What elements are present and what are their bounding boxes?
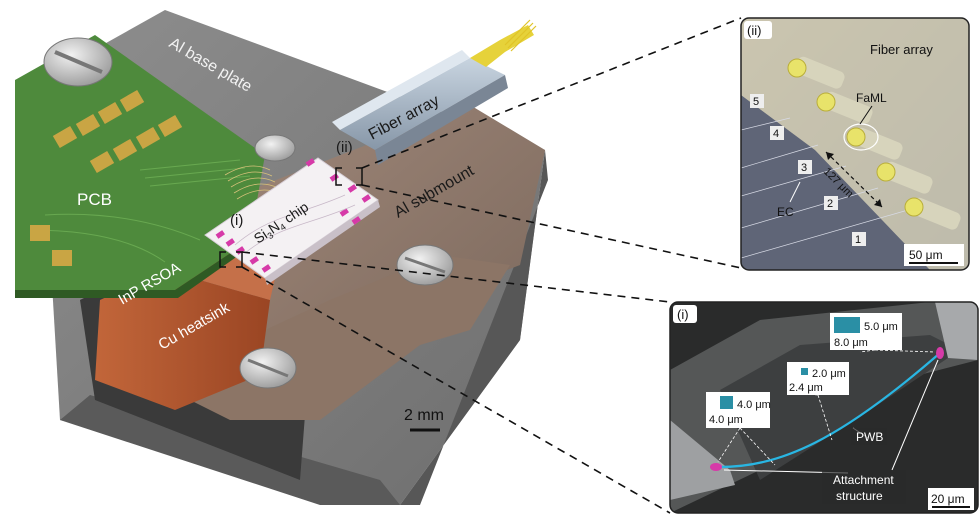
inset-ii-border [740,17,970,271]
cu-heatsink-body [95,270,270,410]
pitch-arrowhead-bottom [874,199,882,207]
inset-i-scale-box [928,488,974,510]
inset-ii-scale-box [904,244,964,266]
inset-i-left-waveguide [670,420,735,500]
pcb-edge [15,240,252,298]
inset-ii-panel-label: (ii) [747,23,761,38]
spot-right-height: 8.0 μm [834,337,868,349]
pitch-arrowhead-top [826,152,834,160]
spot-box-middle: 2.0 μm 2.4 μm [787,362,849,395]
si3n4-chip-side [265,200,380,285]
label-pcb: PCB [77,190,112,209]
pitch-arrow [825,151,883,208]
inset-ii-panel-label-box [744,21,772,39]
faml-pointer [859,105,873,125]
fiber-lens-2 [816,91,873,124]
inset-i-pwb-curve [715,352,941,469]
inset-i-border [669,301,979,514]
chip-label-sub2: 4 [278,222,288,233]
inset-i-sem-region-b [720,335,960,480]
inset-ii-waveguides [741,117,909,259]
coupler-number-4: 4 [770,126,784,140]
spot-left-height: 4.0 μm [709,414,743,426]
callout-ii-bracket [335,167,363,186]
spot-box-left: 4.0 μm 4.0 μm [706,392,771,428]
chip-magenta-pads [215,158,371,273]
coupler-number-2-text: 2 [827,198,833,210]
spot-marker-middle [801,368,808,375]
inset-ii-scale-label: 50 μm [909,248,943,262]
callout-i-label: (i) [230,212,243,229]
inset-ii-fiber-lenses [787,56,961,230]
fiber-strands [504,19,537,52]
inset-i-pointer-lines [717,349,936,466]
fiber-array-block [340,58,505,150]
callout-ii-label: (ii) [336,139,353,156]
fiber-array-end [375,75,508,165]
pcb-gold-pads [30,89,183,266]
inset-ii-panel: 5 4 3 2 1 127 μm [740,17,970,271]
screw-top-left [43,37,113,87]
coupler-number-5: 5 [750,94,764,108]
inset-i-scale-label: 20 μm [931,492,965,506]
fiber-lens-5 [904,197,961,230]
ec-pointer [789,181,801,203]
attachment-structure-left [710,463,722,471]
inset-i-attachment-line1: Attachment [833,473,894,487]
inset-ii-chip-region [741,95,930,270]
spot-marker-right [834,317,860,333]
coupler-number-4-text: 4 [773,128,779,140]
inset-i-right-facet [935,302,978,360]
inset-i-panel-label: (i) [677,307,689,322]
spot-marker-left [720,396,733,409]
coupler-number-5-text: 5 [753,96,759,108]
spot-right-width: 5.0 μm [864,321,898,333]
attachment-structure-right [936,347,944,359]
assembly-rendering: Al base plate PCB Fiber array Al submoun… [15,10,548,505]
fiber-ribbon [470,25,534,67]
spot-middle-width: 2.0 μm [812,368,846,380]
coupler-number-3: 3 [798,160,812,174]
fiber-lens-3 [843,123,903,160]
pwb-label-box [851,428,887,445]
chip-waveguides [234,194,356,254]
screw-right [396,244,454,286]
spot-box-right: 5.0 μm 8.0 μm [830,313,902,350]
inset-i-pwb-label: PWB [856,430,883,444]
screw-middle [254,134,296,162]
coupler-number-1: 1 [852,232,866,246]
spot-left-width: 4.0 μm [737,399,771,411]
fiber-lens-4 [876,161,933,194]
fiber-lens-1 [787,56,845,89]
inset-ii-faml-label: FaML [856,91,887,105]
inset-i-panel-label-box [673,305,697,323]
inset-ii-ec-label: EC [777,205,794,219]
screw-bottom [239,347,297,389]
fiber-array-top [332,50,470,130]
base-plate-right-face [400,150,548,505]
coupler-number-2: 2 [824,196,838,210]
chip-label-sub1: 3 [266,230,276,241]
inset-ii-fiber-array-label: Fiber array [870,42,933,57]
pcb-board [15,35,265,290]
callout-connectors [241,17,742,514]
inset-i-panel: 5.0 μm 8.0 μm 2.0 μm 2.4 μm 4.0 μm 4.0 μ… [669,301,979,514]
spot-middle-height: 2.4 μm [789,382,823,394]
coupler-number-1-text: 1 [855,234,861,246]
main-scale-bar-label: 2 mm [404,407,444,424]
coupler-number-3-text: 3 [801,162,807,174]
inset-i-attachment-line2: structure [836,489,883,503]
attachment-label-box [822,470,906,504]
callout-i-bracket [219,251,243,268]
